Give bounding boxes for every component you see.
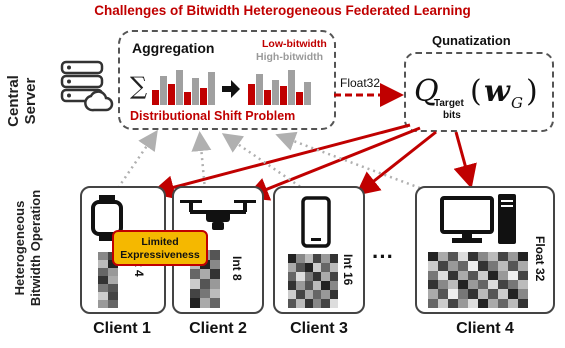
client2-bits-label: Int 8	[230, 256, 244, 281]
target-subscript: Target	[434, 98, 464, 109]
more-clients-ellipsis: ···	[372, 244, 394, 269]
bar-group-before	[152, 70, 215, 105]
badge-line2: Expressiveness	[120, 249, 200, 261]
client4-bits-label: Float 32	[533, 236, 547, 282]
desktop-computer-icon	[440, 194, 516, 244]
arrow-to-client1	[150, 123, 411, 200]
client1-name: Client 1	[93, 320, 151, 337]
high-bitwidth-legend: High-bitwidth	[256, 51, 324, 63]
upload-client3	[221, 133, 306, 192]
w-symbol: w	[484, 74, 510, 109]
sum-symbol: ∑	[130, 72, 148, 100]
w-subscript: G	[511, 94, 523, 112]
limited-expressiveness-badge: Limited Expressiveness	[112, 230, 208, 266]
client3-weight-matrix	[288, 254, 338, 308]
client3-bits-label: Int 16	[341, 254, 355, 286]
arrow-right-icon	[222, 80, 240, 98]
drone-icon	[180, 200, 256, 230]
left-paren: (	[470, 74, 482, 109]
right-paren: )	[526, 74, 538, 109]
float32-label: Float32	[340, 76, 381, 90]
badge-line1: Limited	[141, 236, 179, 248]
aggregation-bars	[152, 70, 311, 105]
client2-name: Client 2	[189, 320, 247, 337]
figure-title: Challenges of Bitwidth Heterogeneous Fed…	[94, 3, 471, 18]
low-bitwidth-legend: Low-bitwidth	[262, 38, 327, 50]
client4-name: Client 4	[456, 320, 514, 337]
client1-weight-matrix	[98, 252, 118, 308]
server-cloud-icon	[60, 60, 114, 112]
quantization-box	[404, 52, 554, 132]
aggregation-box	[118, 30, 336, 130]
smartphone-icon	[301, 196, 331, 248]
aggregation-title: Aggregation	[132, 40, 215, 56]
arrow-to-client4	[453, 131, 477, 189]
quantization-title: Qunatization	[432, 33, 511, 48]
smartwatch-icon	[91, 195, 123, 241]
arrow-to-client3	[355, 130, 437, 196]
bar-group-after	[248, 70, 311, 105]
upload-client4	[275, 131, 421, 190]
bits-subscript: bits	[443, 110, 461, 121]
q-symbol: Q	[414, 74, 439, 109]
distributional-shift-label: Distributional Shift Problem	[130, 109, 296, 123]
client3-name: Client 3	[290, 320, 348, 337]
upload-client2	[191, 131, 212, 191]
client4-weight-matrix	[428, 252, 528, 308]
arrow-to-client2	[244, 126, 421, 201]
upload-client1	[116, 129, 158, 189]
